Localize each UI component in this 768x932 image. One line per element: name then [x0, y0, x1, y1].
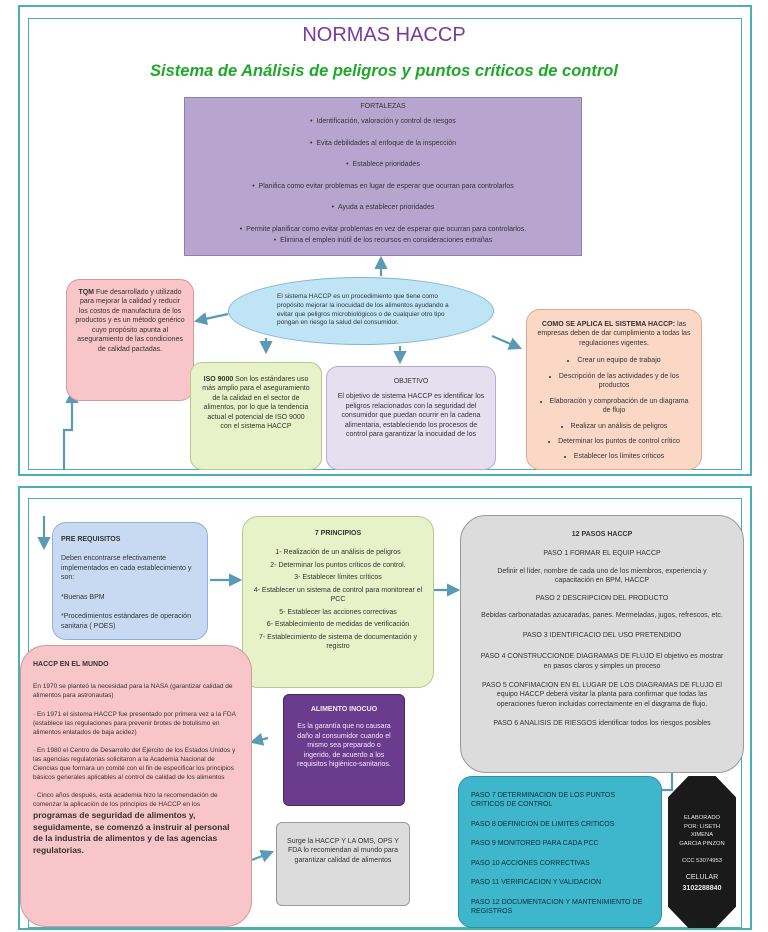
iso-text: Son los estándares uso más amplio para e…	[202, 376, 310, 431]
fortalezas-item: • Identificación, valoración y control d…	[310, 118, 456, 126]
prerequisitos-box: PRE REQUISITOS Deben encontrarse efectiv…	[52, 522, 208, 640]
fortalezas-item: • Planifica como evitar problemas en lug…	[252, 182, 514, 190]
prerequisitos-item: *Procedimientos estándares de operación …	[61, 613, 191, 630]
como-aplica-item: Realizar un análisis de peligros	[537, 422, 691, 431]
prerequisitos-item: *Buenas BPM	[61, 593, 105, 601]
paso2-item: PASO 11 VERIFICACION Y VALIDACION	[471, 879, 602, 887]
page-title: NORMAS HACCP	[302, 24, 466, 46]
paso-row: PASO 4 CONSTRUCCIONDE DIAGRAMAS DE FLUJO…	[477, 652, 727, 671]
como-aplica-box: COMO SE APLICA EL SISTEMA HACCP: las emp…	[526, 309, 702, 470]
paso-title: PASO 6 ANALISIS DE RIESGOS	[493, 720, 597, 728]
author-line: GARCIA PINZON	[679, 841, 725, 848]
fortalezas-item: • Establece prioridades	[346, 161, 420, 169]
fortalezas-item: • Evita debilidades al enfoque de la ins…	[309, 139, 457, 147]
paso-title: PASO 2 DESCRIPCION DEL PRODUCTO	[535, 594, 669, 602]
fortalezas-item: • Ayuda a establecer prioridades	[331, 204, 435, 212]
como-aplica-label: COMO SE APLICA EL SISTEMA HACCP:	[541, 321, 676, 328]
objetivo-heading: OBJETIVO	[393, 378, 429, 385]
iso-box: ISO 9000 Son los estándares uso más ampl…	[190, 362, 322, 470]
iso-label: ISO 9000	[203, 376, 234, 383]
como-aplica-text: las empresas deben de dar cumplimiento a…	[537, 321, 691, 347]
principios-item: 2- Determinar los puntos críticos de con…	[270, 561, 406, 569]
como-aplica-item: Elaboración y comprobación de un diagram…	[537, 397, 691, 416]
paso2-item: PASO 12 DOCUMENTACION Y MANTENIMIENTO DE…	[471, 898, 643, 916]
oms-box: Surge la HACCP Y LA OMS, OPS Y FDA lo re…	[276, 822, 410, 906]
objetivo-box: OBJETIVO El objetivo de sistema HACCP es…	[326, 366, 496, 470]
paso-row: PASO 5 CONFIMACION EN EL LUGAR DE LOS DI…	[477, 681, 727, 709]
principios-item: 3- Establecer límites críticos	[294, 574, 382, 582]
mundo-p4: · Cinco años después, esta academia hizo…	[33, 792, 230, 856]
como-aplica-item: Crear un equipo de trabajo	[537, 356, 691, 365]
paso-title: PASO 5 CONFIMACION EN EL LUGAR DE LOS DI…	[481, 681, 714, 689]
prerequisitos-heading: PRE REQUISITOS	[61, 536, 121, 543]
principios-item: 7- Establecimiento de sistema de documen…	[259, 633, 417, 650]
mundo-p2: · En 1971 el sistema HACCP fue presentad…	[33, 710, 236, 736]
paso2-item: PASO 8 DEFINICION DE LIMITES CRITICOS	[471, 820, 615, 828]
principios-item: 1- Realización de un análisis de peligro…	[275, 549, 401, 557]
tqm-text: Fue desarrollado y utilizado para mejora…	[75, 289, 185, 353]
principios-heading: 7 PRINCIPIOS	[314, 530, 362, 537]
author-line: XIMENA	[690, 832, 714, 839]
prerequisitos-intro: Deben encontrarse efectivamente implemen…	[61, 555, 192, 582]
top-frame-outer	[18, 5, 752, 476]
mundo-p3: · En 1980 el Centro de Desarrollo del Ej…	[33, 747, 236, 781]
principios-item: 4- Establecer un sistema de control para…	[253, 586, 423, 604]
inocuo-text: Es la garantía que no causara daño al co…	[297, 723, 391, 769]
principios-item: 6- Establecimiento de medidas de verific…	[266, 621, 410, 629]
mundo-heading: HACCP EN EL MUNDO	[33, 661, 109, 668]
paso-title: PASO 1 FORMAR EL EQUIP HACCP	[543, 550, 661, 558]
paso-text: Bebidas carbonatadas azucaradas, panes. …	[481, 612, 723, 620]
fortalezas-item: • Elimina el empleo inútil de los recurs…	[273, 237, 493, 245]
bottom-frame-outer	[18, 486, 752, 930]
oms-text: Surge la HACCP Y LA OMS, OPS Y FDA lo re…	[287, 838, 399, 864]
fortalezas-item: • Permite planificar como evitar problem…	[239, 225, 527, 233]
paso-title: PASO 4 CONSTRUCCIONDE DIAGRAMAS DE FLUJO	[480, 653, 655, 661]
paso2-item: PASO 9 MONITOREO PARA CADA PCC	[471, 840, 599, 848]
principios-item: 5- Establecer las acciones correctivas	[279, 608, 397, 616]
fortalezas-heading: FORTALEZAS	[360, 103, 406, 110]
paso2-item: PASO 10 ACCIONES CORRECTIVAS	[471, 859, 590, 867]
paso-row: PASO 6 ANALISIS DE RIESGOS identificar t…	[477, 719, 727, 728]
author-line: CCC 53074953	[682, 857, 722, 864]
paso-title: PASO 3 IDENTIFICACIO DEL USO PRETENDIDO	[522, 631, 682, 639]
author-line: CELULAR	[685, 874, 719, 882]
como-aplica-item: Determinar los puntos de control crítico	[537, 437, 691, 446]
central-text: El sistema HACCP es un procedimiento que…	[277, 293, 449, 327]
author-line: 3102288840	[682, 884, 722, 892]
paso-text: El objetivo es mostrar en pasos claros y…	[543, 653, 724, 670]
pasos-heading: 12 PASOS HACCP	[571, 531, 633, 538]
tqm-box: TQM Fue desarrollado y utilizado para me…	[66, 279, 194, 401]
mundo-p1: En 1970 se planteó la necesidad para la …	[33, 683, 233, 700]
objetivo-text: El objetivo de sistema HACCP es identifi…	[337, 393, 485, 439]
tqm-label: TQM	[78, 289, 94, 296]
page-subtitle: Sistema de Análisis de peligros y puntos…	[150, 62, 618, 80]
como-aplica-item: Descripción de las actividades y de los …	[537, 372, 691, 391]
inocuo-box: ALIMENTO INOCUO Es la garantía que no ca…	[283, 694, 405, 806]
author-badge: ELABORADO POR: LISETH XIMENA GARCIA PINZ…	[668, 776, 736, 928]
inocuo-heading: ALIMENTO INOCUO	[310, 706, 378, 713]
como-aplica-item: Establecer los límites críticos	[537, 452, 691, 461]
paso2-item: PASO 7 DETERMINACION DE LOS PUNTOS CRITI…	[471, 792, 616, 809]
paso-text: identificar todos los riesgos posibles	[598, 720, 711, 728]
fortalezas-box: FORTALEZAS • Identificación, valoración …	[184, 97, 582, 256]
principios-box: 7 PRINCIPIOS 1- Realización de un anális…	[242, 516, 434, 688]
pasos2-box: PASO 7 DETERMINACION DE LOS PUNTOS CRITI…	[458, 776, 662, 928]
central-ellipse: El sistema HACCP es un procedimiento que…	[228, 277, 494, 345]
pasos-box: 12 PASOS HACCP PASO 1 FORMAR EL EQUIP HA…	[460, 515, 744, 773]
paso-text: Definir el líder, nombre de cada uno de …	[497, 567, 707, 585]
mundo-box: HACCP EN EL MUNDO En 1970 se planteó la …	[20, 645, 252, 927]
paso-text: El equipo HACCP deberá visitar la planta…	[496, 681, 722, 708]
author-line: POR: LISETH	[683, 823, 721, 830]
author-line: ELABORADO	[683, 815, 721, 821]
